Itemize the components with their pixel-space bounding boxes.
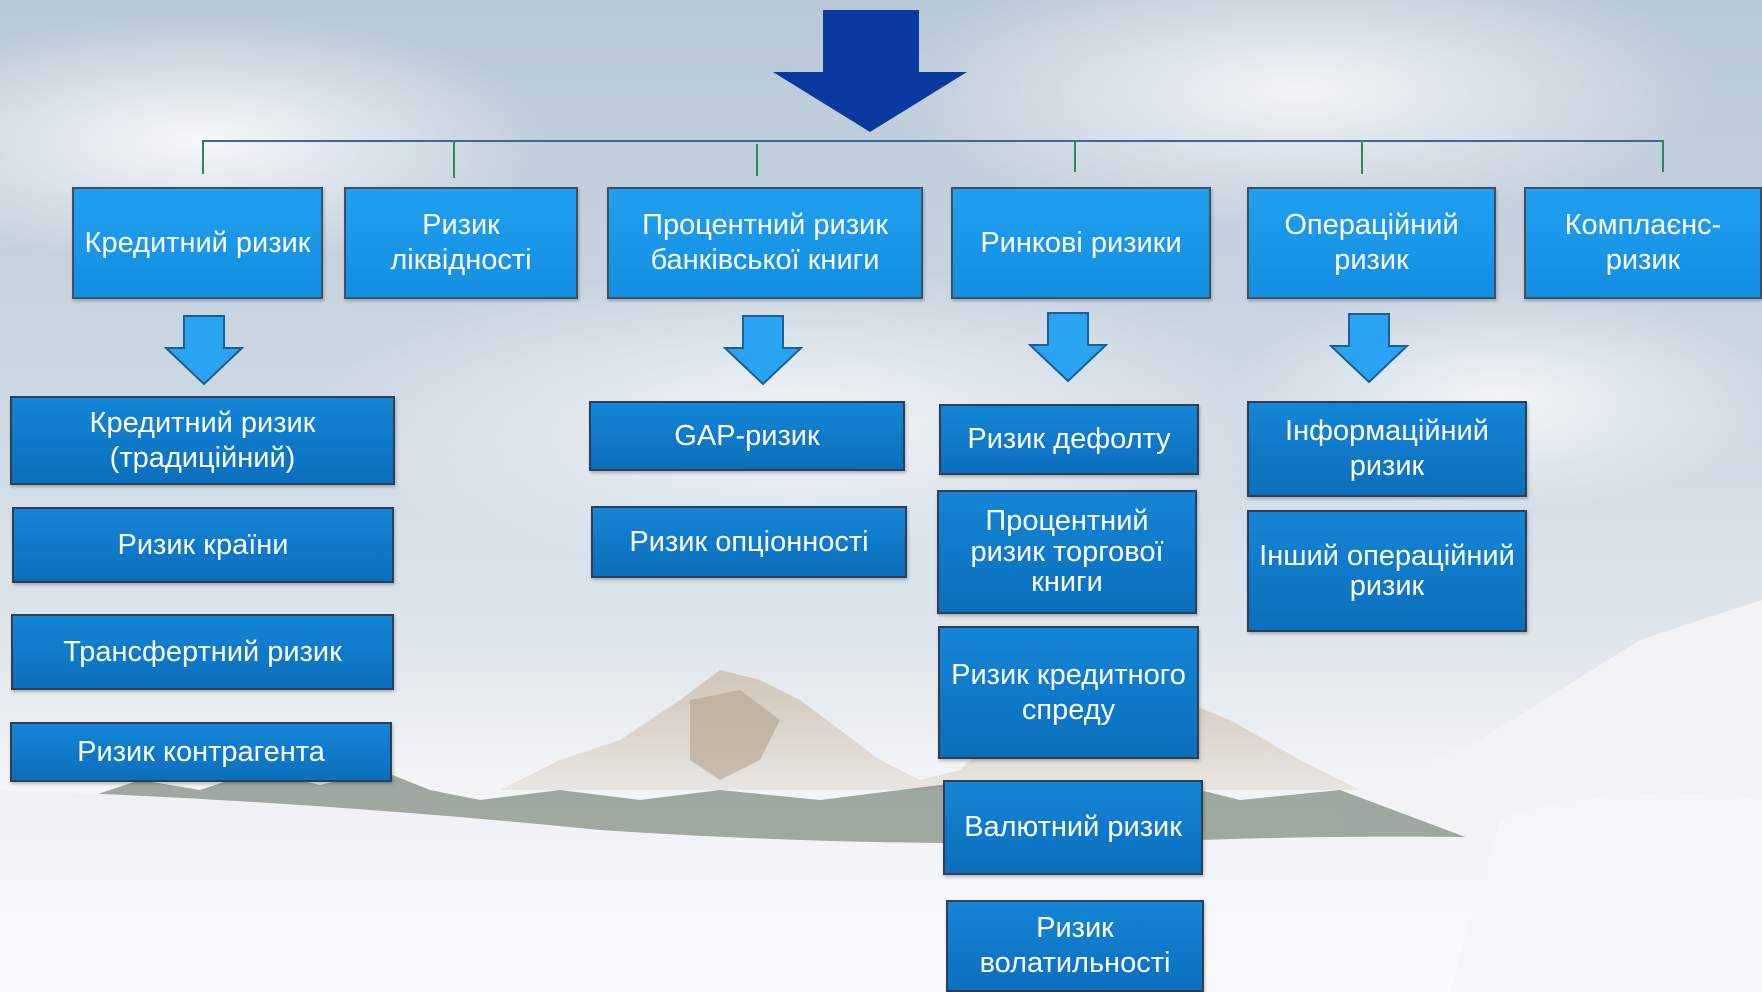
category-label: Операційний ризик: [1284, 209, 1459, 276]
subrisk-label: Інший операційний ризик: [1259, 539, 1515, 602]
subrisk-label: Ризик країни: [117, 528, 289, 561]
subrisk-box: Ризик дефолту: [939, 404, 1199, 475]
subrisk-label: Процентний ризик торгової книги: [970, 505, 1164, 599]
category-label: Кредитний ризик: [84, 226, 311, 259]
subrisk-box: Ризик країни: [12, 507, 394, 583]
subrisk-label: Валютний ризик: [964, 811, 1182, 844]
category-market: Ринкові ризики: [951, 187, 1211, 299]
subrisk-box: Кредитний ризик (традиційний): [10, 396, 395, 485]
subrisk-box: Валютний ризик: [943, 780, 1203, 875]
arrow-down-icon: [773, 10, 967, 132]
subrisk-label: Трансфертний ризик: [63, 635, 342, 668]
category-irrbb: Процентний ризик банківської книги: [607, 187, 923, 299]
connector-line: [202, 140, 1664, 142]
subrisk-label: Ризик опціонності: [629, 525, 869, 558]
connector-tick: [1074, 140, 1076, 172]
subrisk-box: Інформаційний ризик: [1247, 401, 1527, 497]
subrisk-label: Ризик кредитного спреду: [951, 658, 1186, 726]
subrisk-box: Трансфертний ризик: [11, 614, 394, 690]
subrisk-box: Ризик опціонності: [591, 506, 907, 578]
subrisk-box: Процентний ризик торгової книги: [937, 490, 1197, 614]
subrisk-box: Ризик волатильності: [946, 900, 1204, 992]
category-liquidity: Ризик ліквідності: [344, 187, 578, 299]
subrisk-box: GAP-ризик: [589, 401, 905, 471]
subrisk-label: GAP-ризик: [674, 419, 820, 452]
connector-tick: [453, 140, 455, 178]
category-label: Ризик ліквідності: [390, 209, 532, 276]
arrow-down-icon: [723, 315, 803, 386]
subrisk-box: Ризик контрагента: [10, 722, 392, 782]
category-credit: Кредитний ризик: [72, 187, 323, 299]
arrow-down-icon: [164, 315, 244, 386]
category-label: Комплаєнс-ризик: [1564, 209, 1722, 276]
connector-tick: [1361, 140, 1363, 174]
subrisk-label: Ризик волатильності: [979, 912, 1171, 979]
subrisk-box: Ризик кредитного спреду: [938, 626, 1199, 759]
subrisk-label: Інформаційний ризик: [1285, 415, 1489, 482]
subrisk-label: Ризик контрагента: [77, 735, 325, 768]
subrisk-label: Ризик дефолту: [967, 423, 1171, 456]
category-label: Ринкові ризики: [980, 226, 1182, 259]
category-label: Процентний ризик банківської книги: [642, 209, 888, 276]
connector-tick: [202, 140, 204, 174]
subrisk-box: Інший операційний ризик: [1247, 510, 1527, 632]
arrow-down-icon: [1329, 313, 1409, 384]
connector-tick: [1662, 140, 1664, 172]
category-compliance: Комплаєнс-ризик: [1524, 187, 1762, 299]
category-operational: Операційний ризик: [1247, 187, 1496, 299]
arrow-down-icon: [1028, 312, 1108, 383]
connector-tick: [756, 144, 758, 176]
subrisk-label: Кредитний ризик (традиційний): [89, 406, 316, 474]
